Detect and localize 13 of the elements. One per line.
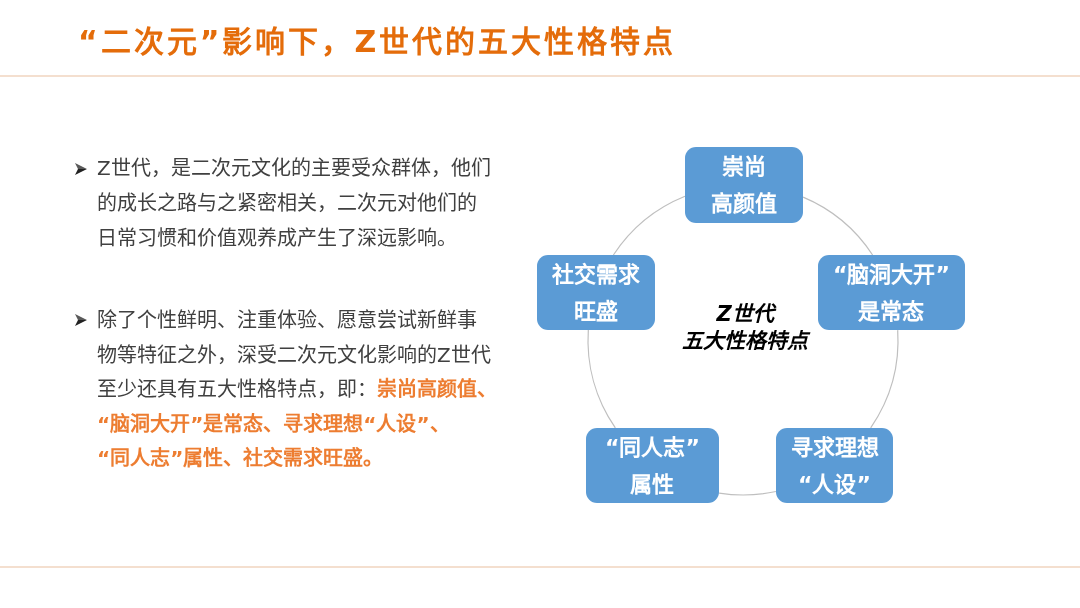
arc-connector	[587, 329, 616, 429]
paragraph: Z世代，是二次元文化的主要受众群体，他们的成长之路与之紧密相关，二次元对他们的日常习惯和价值观养成产生了深远影响。	[97, 155, 491, 252]
title: “二次元”影响下，Z世代的五大性格特点	[78, 23, 677, 61]
rounded-box: 社交需求旺盛	[537, 255, 655, 330]
rounded-box: “同人志”属性	[586, 428, 719, 503]
paragraph: 除了个性鲜明、注重体验、愿意尝试新鲜事物等特征之外，深受二次元文化影响的Z世代至少还具有五大性格特点，即：崇尚高颜值、“脑洞大开”是常态、寻求理想“人设”、“同人志”属性、社交需求旺盛。	[97, 307, 497, 472]
arc-connector	[612, 195, 686, 256]
arc-connector	[802, 196, 874, 256]
rounded-box: “脑洞大开”是常态	[818, 255, 965, 330]
rounded-box: 崇尚高颜值	[685, 147, 803, 223]
arc-connector	[870, 329, 899, 429]
rounded-box: 寻求理想“人设”	[776, 428, 893, 503]
arc-connector	[718, 490, 777, 496]
